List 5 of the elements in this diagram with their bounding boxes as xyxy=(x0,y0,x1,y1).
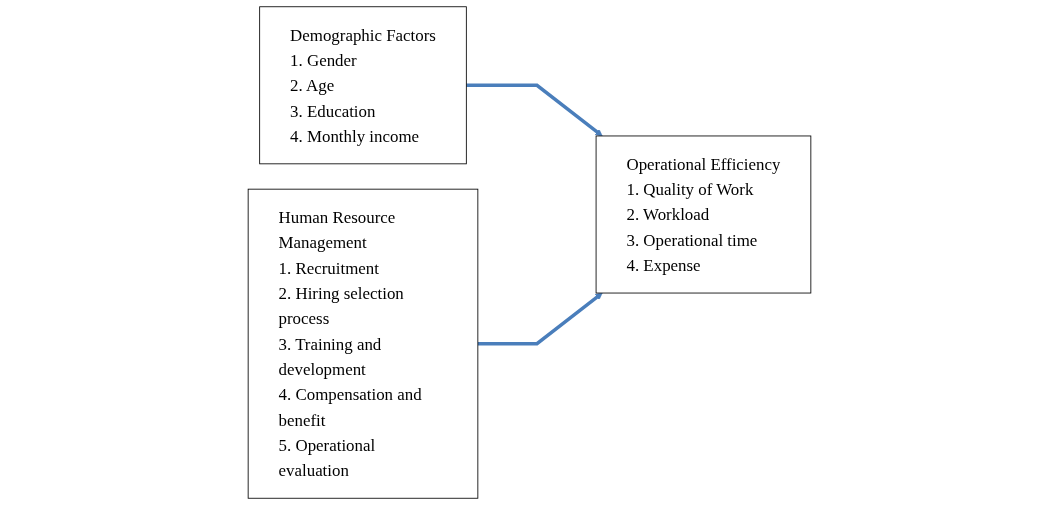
node-box: Operational Efficiency 1. Quality of Work 2. Workload 3. Operational time 4. Expense xyxy=(595,135,812,294)
arrow xyxy=(477,292,603,346)
node-box: Human Resource Management 1. Recruitment 2. Hiring selection process 3. Training and development 4. Compensation and benefit 5. Operational evaluation xyxy=(247,188,479,499)
node-box: Demographic Factors 1. Gender 2. Age 3. Education 4. Monthly income xyxy=(259,6,467,165)
arrow xyxy=(466,83,603,137)
